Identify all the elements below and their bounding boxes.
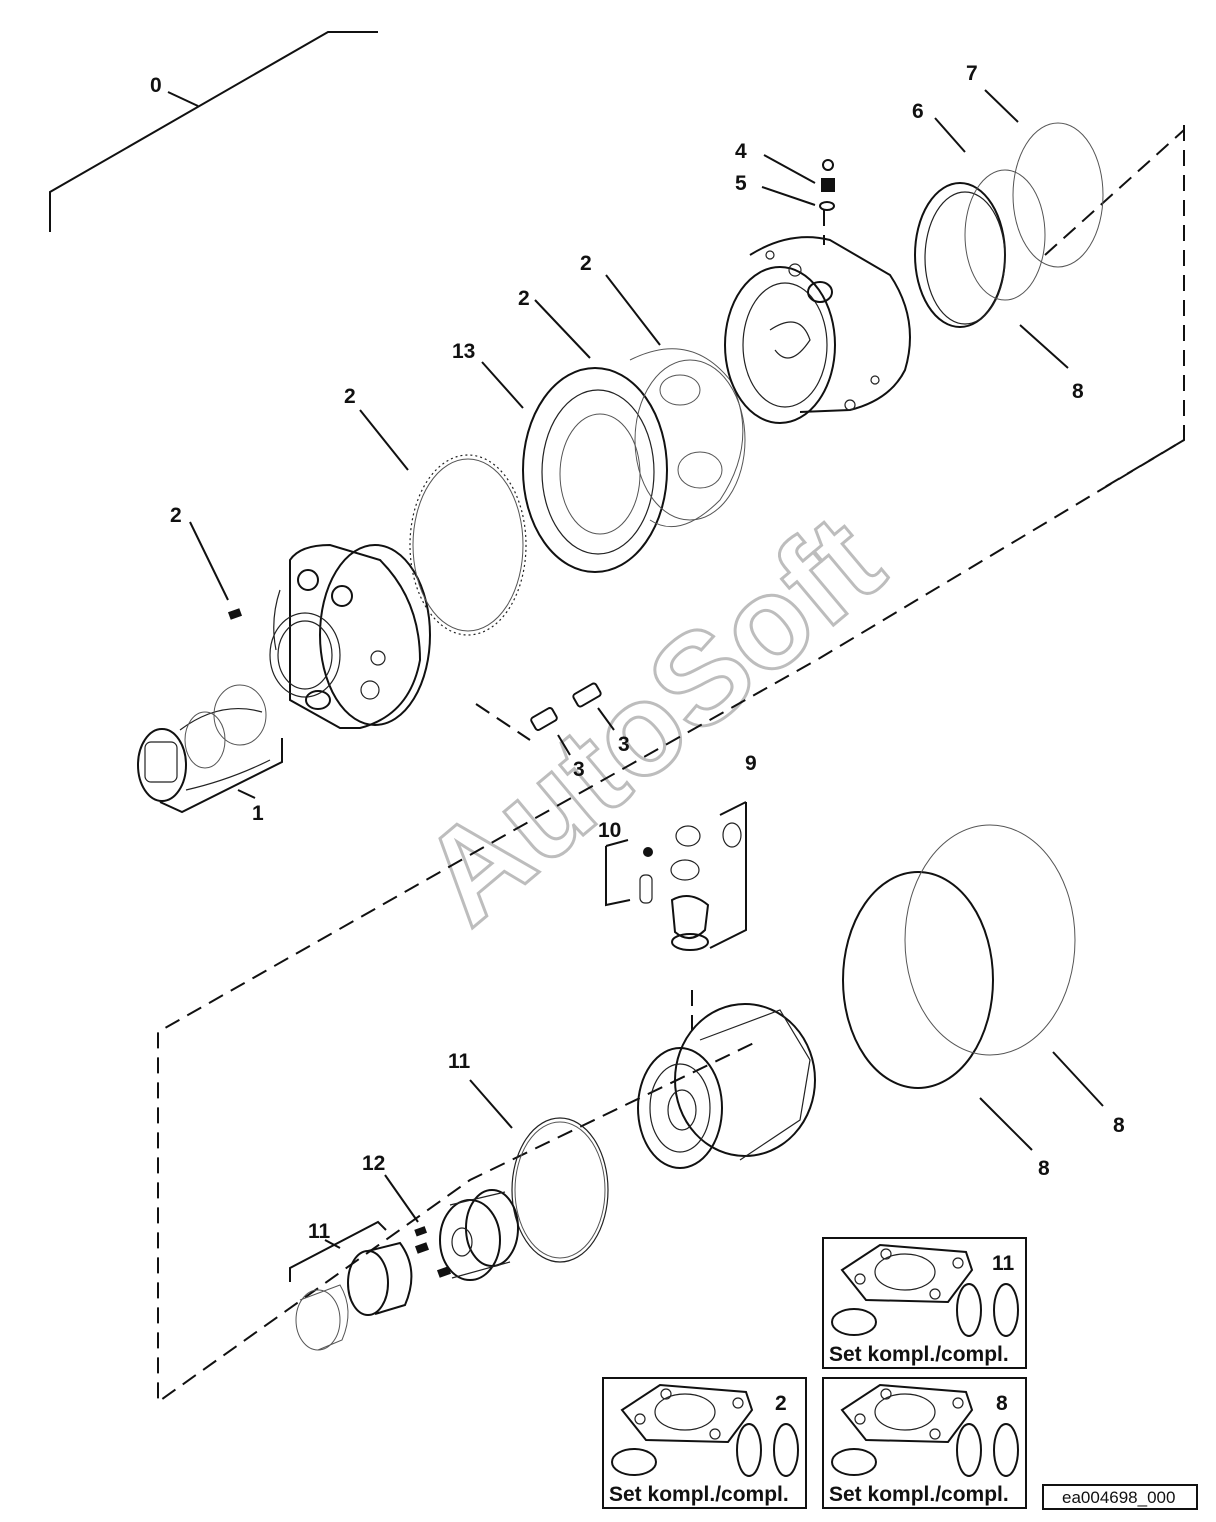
part-12-pins (384, 1174, 452, 1278)
label-10: 10 (598, 819, 621, 842)
kit-11-caption: Set kompl./compl. (829, 1343, 1009, 1366)
pump-housing-front (269, 543, 431, 729)
label-9: 9 (745, 752, 757, 775)
part-6-ring (934, 117, 1046, 301)
part-1-end-cover (137, 684, 283, 814)
kit-11-number: 11 (992, 1252, 1015, 1275)
label-2-ring: 2 (344, 385, 356, 408)
label-3-a: 3 (573, 758, 585, 781)
part-10-valve-parts (605, 839, 653, 907)
part-2-gear-set (534, 274, 746, 528)
label-8-right: 8 (1113, 1114, 1125, 1137)
assembly-bracket-0 (49, 31, 378, 232)
part-11-seal-ring (469, 1079, 609, 1263)
part-5-washer (761, 186, 835, 211)
part-11-bushing-set (289, 1220, 413, 1351)
kit-8-caption: Set kompl./compl. (829, 1483, 1009, 1506)
part-4-bolt (763, 154, 835, 192)
label-1: 1 (252, 802, 264, 825)
part-9-valve-parts (670, 801, 747, 951)
kit-2-caption: Set kompl./compl. (609, 1483, 789, 1506)
assembly-axis-lines (157, 125, 1185, 1404)
part-labels: 0 1 2 2 2 2 3 3 4 5 6 7 8 8 8 9 10 11 11… (150, 62, 1125, 1243)
kit-box-2: 2 Set kompl./compl. (602, 1377, 807, 1509)
part-2-gasket-ring (359, 409, 527, 636)
label-11-bushing: 11 (308, 1220, 331, 1243)
label-0: 0 (150, 74, 162, 97)
part-2-plug (189, 521, 243, 620)
part-7-ring (984, 89, 1104, 268)
part-8-seal-ring-top (914, 182, 1069, 369)
label-8-top: 8 (1072, 380, 1084, 403)
part-3-spring-a (530, 707, 571, 756)
label-7: 7 (966, 62, 978, 85)
drive-gear-hub (637, 1003, 816, 1169)
reference-code: ea004698_000 (1062, 1488, 1175, 1507)
label-2-plug: 2 (170, 504, 182, 527)
kit-box-8: 8 Set kompl./compl. (822, 1377, 1027, 1509)
label-6: 6 (912, 100, 924, 123)
part-3-spring-b (572, 682, 615, 731)
kit-box-11: 11 Set kompl./compl. (822, 1237, 1027, 1369)
label-2-gear-a: 2 (518, 287, 530, 310)
label-4: 4 (735, 140, 747, 163)
label-5: 5 (735, 172, 747, 195)
kit-2-number: 2 (775, 1392, 787, 1415)
part-13-plate (481, 361, 668, 573)
label-12: 12 (362, 1152, 385, 1175)
part-8-large-ring (842, 824, 1104, 1151)
label-13: 13 (452, 340, 475, 363)
label-8-bottom: 8 (1038, 1157, 1050, 1180)
shaft-bearing (439, 1189, 519, 1281)
label-11-ring: 11 (448, 1050, 471, 1073)
kit-8-number: 8 (996, 1392, 1008, 1415)
watermark: AutoSoft (394, 487, 908, 952)
pump-housing-rear (724, 236, 911, 424)
reference-code-box: ea004698_000 (1042, 1484, 1198, 1510)
label-3-b: 3 (618, 733, 630, 756)
label-2-gear-b: 2 (580, 252, 592, 275)
